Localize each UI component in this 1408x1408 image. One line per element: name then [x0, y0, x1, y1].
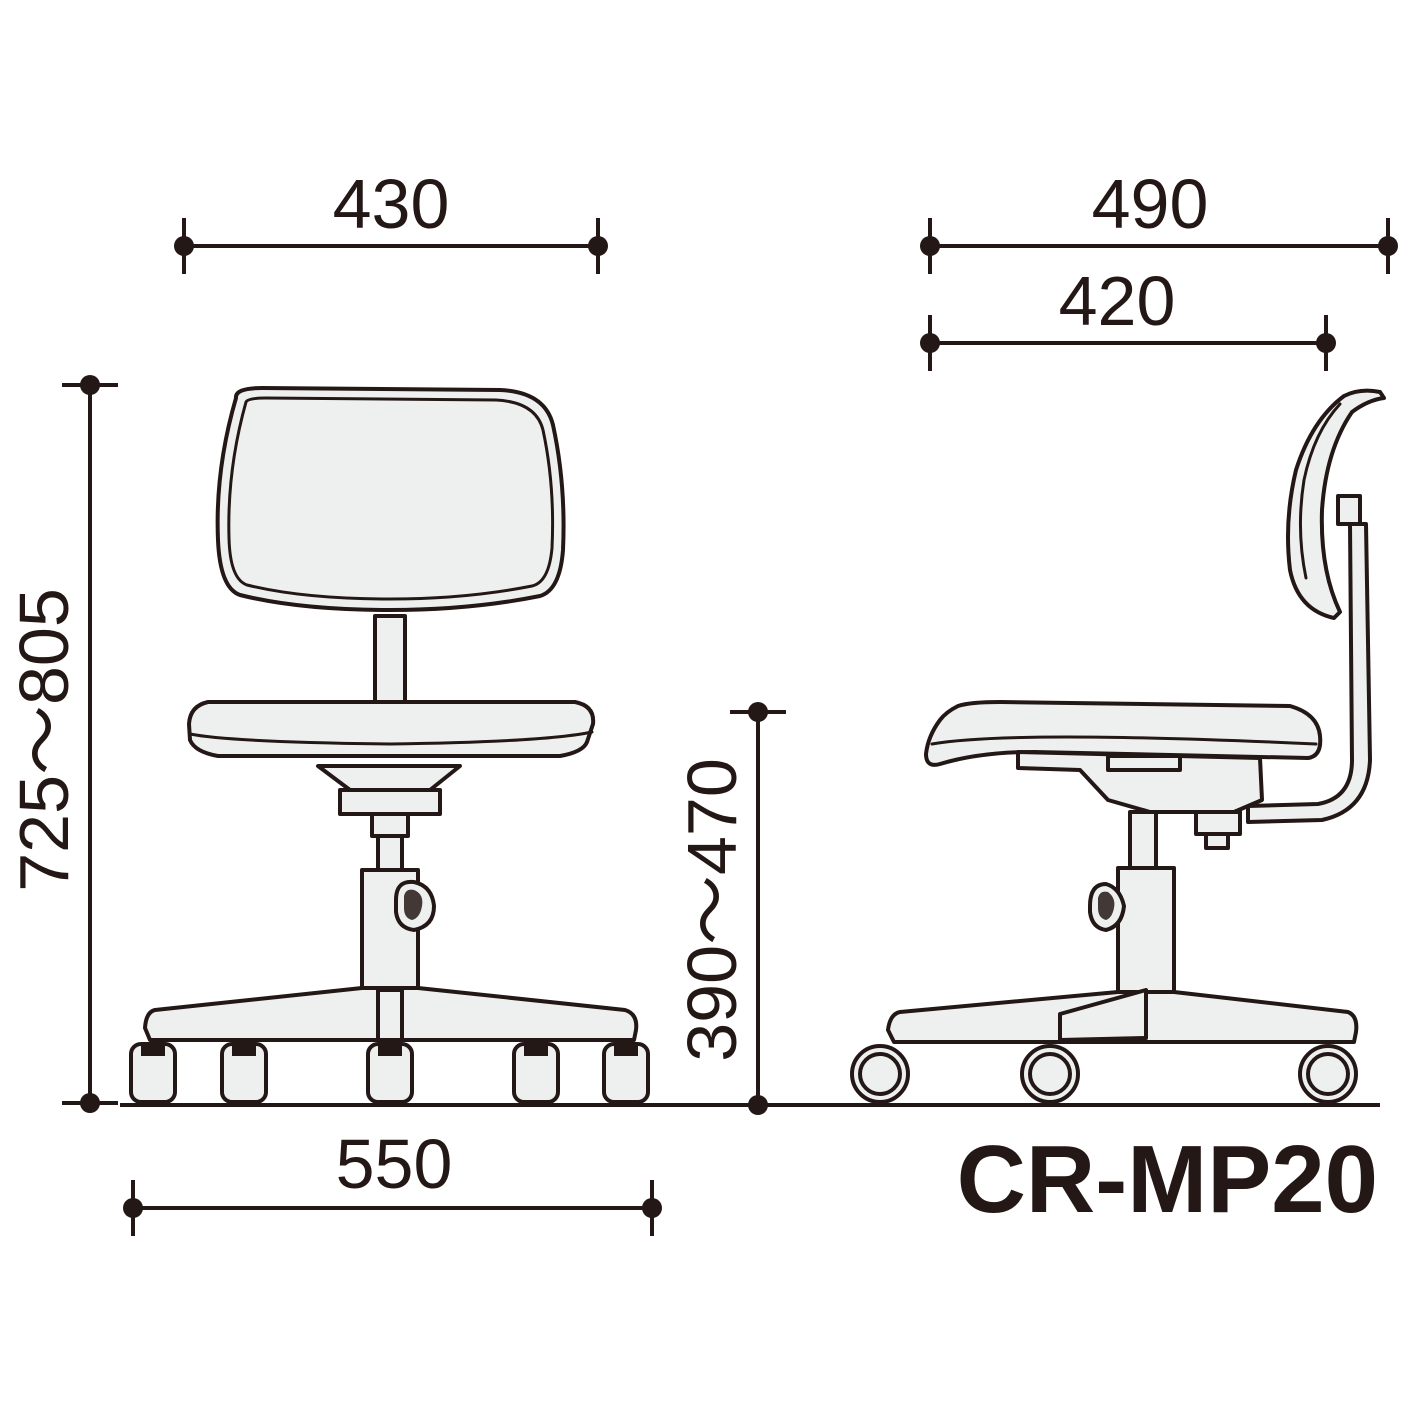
dimension-front-width: 430 — [174, 165, 608, 274]
side-seat — [924, 700, 1323, 767]
side-back-support — [1246, 522, 1372, 824]
dimension-side-depth: 490 — [920, 165, 1398, 274]
front-gas-cylinder — [376, 834, 404, 872]
caster — [512, 1042, 560, 1104]
side-casters — [850, 1044, 1358, 1104]
side-view-chair — [850, 388, 1386, 1104]
front-view-chair — [129, 386, 650, 1104]
front-back-post — [373, 614, 407, 706]
seat-height-label: 390～470 — [673, 758, 751, 1062]
caster — [129, 1042, 177, 1104]
seat-depth-label: 420 — [1059, 262, 1176, 340]
side-column-housing — [1116, 866, 1176, 1000]
caster — [602, 1042, 650, 1104]
dimension-total-height: 725～805 — [5, 375, 118, 1113]
front-seat — [187, 700, 596, 758]
model-name: CR-MP20 — [957, 1126, 1378, 1233]
dimension-seat-depth: 420 — [920, 262, 1336, 371]
dimension-base-width: 550 — [123, 1125, 662, 1236]
side-depth-label: 490 — [1092, 165, 1209, 243]
base-width-label: 550 — [336, 1125, 453, 1203]
dimension-seat-height: 390～470 — [673, 702, 786, 1115]
total-height-label: 725～805 — [5, 588, 83, 892]
side-gas-cylinder — [1128, 810, 1158, 870]
front-width-label: 430 — [333, 165, 450, 243]
front-seat-mechanism — [316, 764, 462, 792]
front-casters — [129, 1042, 650, 1104]
caster — [220, 1042, 268, 1104]
caster — [366, 1042, 414, 1104]
front-backrest — [215, 386, 566, 612]
